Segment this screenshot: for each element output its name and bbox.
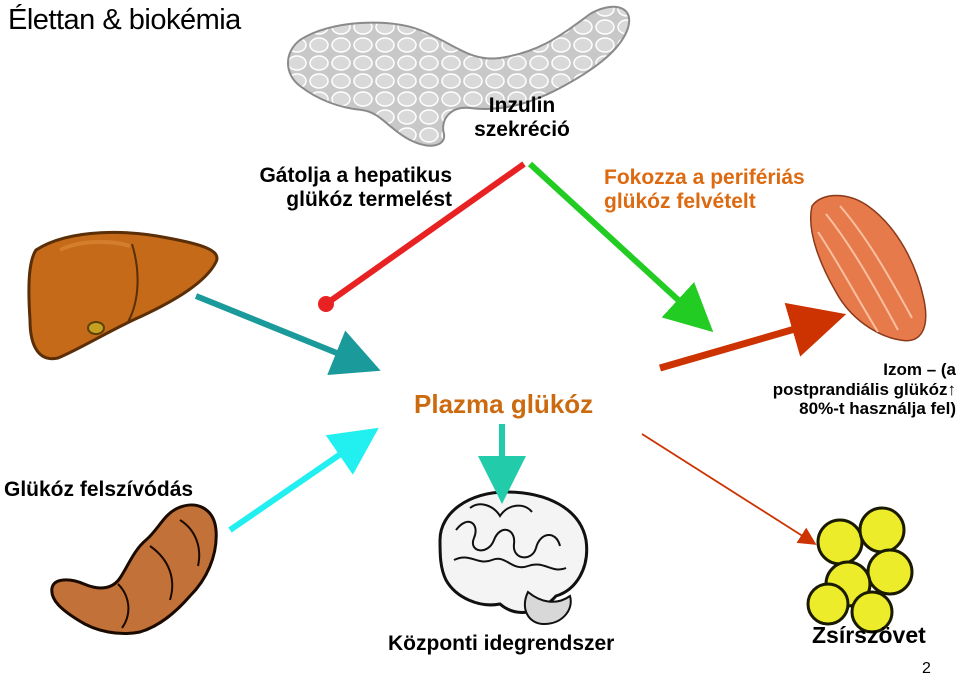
liver-icon bbox=[29, 232, 217, 358]
insulin-line1: Inzulin bbox=[452, 94, 592, 118]
brain-icon bbox=[440, 492, 587, 624]
adipose-tissue-icon bbox=[808, 508, 912, 632]
muscle-label: Izom – (a postprandiális glükóz↑ 80%-t h… bbox=[720, 360, 956, 419]
inhibit-line2: glükóz termelést bbox=[200, 188, 452, 212]
muscle-icon bbox=[811, 196, 926, 341]
glucose-absorption-label: Glükóz felszívódás bbox=[4, 478, 193, 502]
inhibit-line1: Gátolja a hepatikus bbox=[200, 164, 452, 188]
cns-label: Központi idegrendszer bbox=[388, 632, 614, 656]
insulin-line2: szekréció bbox=[452, 118, 592, 142]
adipose-tissue-label: Zsírszövet bbox=[812, 622, 926, 648]
absorption-to-plasma-arrow bbox=[230, 438, 364, 530]
muscle-line1: Izom – (a bbox=[720, 360, 956, 380]
muscle-line2: postprandiális glükóz↑ bbox=[720, 380, 956, 400]
enhance-line2: glükóz felvételt bbox=[604, 190, 805, 214]
plasma-glucose-label: Plazma glükóz bbox=[414, 390, 593, 420]
page-number: 2 bbox=[922, 660, 931, 678]
plasma-to-fat-arrow bbox=[642, 434, 812, 542]
muscle-line3: 80%-t használja fel) bbox=[720, 399, 956, 419]
intestine-icon bbox=[52, 505, 216, 634]
insulin-secretion-label: Inzulin szekréció bbox=[452, 94, 592, 142]
inhibit-hepatic-label: Gátolja a hepatikus glükóz termelést bbox=[200, 164, 452, 212]
enhance-line1: Fokozza a perifériás bbox=[604, 166, 805, 190]
liver-to-plasma-arrow bbox=[196, 296, 364, 364]
enhance-peripheral-label: Fokozza a perifériás glükóz felvételt bbox=[604, 166, 805, 214]
